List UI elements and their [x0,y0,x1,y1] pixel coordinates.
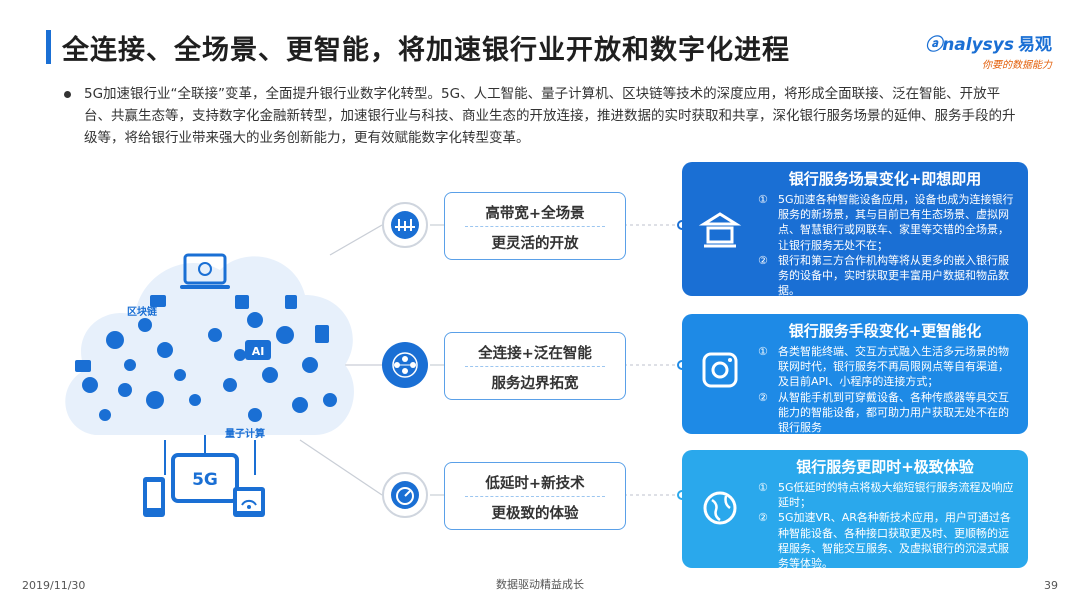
connector-cloud-node3 [299,439,383,496]
divider [465,366,605,367]
mid-box-line1: 低延时+新技术 [485,476,585,492]
ai-label: AI [252,345,265,358]
divider [465,496,605,497]
network-node-icon [382,342,428,388]
bridge-icon [391,211,419,239]
title-accent-bar [46,30,51,64]
cloud-shape [65,256,354,435]
logo-a-icon: ⓐ [925,35,943,55]
logo-slogan: 你要的数据能力 [982,60,1052,71]
gauge-node-icon [382,472,428,518]
bank-atm-icon [692,202,748,258]
mid-box-line2: 服务边界拓宽 [491,376,579,392]
5g-label: 5G [192,470,218,490]
mid-box-line2: 更灵活的开放 [491,236,579,252]
laptop-icon [183,253,227,285]
mid-box-line1: 高带宽+全场景 [485,206,585,222]
logo-cn: 易观 [1018,35,1052,55]
5g-monitor-icon [171,453,239,503]
blockchain-label: 区块链 [127,305,158,318]
page-title: 全连接、全场景、更智能，将加速银行业开放和数字化进程 [62,35,790,66]
mid-box-line1: 全连接+泛在智能 [478,346,592,362]
page-number: 39 [1044,579,1058,592]
mid-box-connectivity: 全连接+泛在智能 服务边界拓宽 [444,332,626,400]
network-icon [392,352,418,378]
mid-box-latency: 低延时+新技术 更极致的体验 [444,462,626,530]
gauge-icon [391,481,419,509]
globe-icon [692,480,748,536]
card-title: 银行服务手段变化+更智能化 [788,322,982,340]
ai-badge [245,340,271,360]
intro-paragraph: 5G加速银行业“全联接”变革，全面提升银行业数字化转型。5G、人工智能、量子计算… [62,83,1022,149]
card-title: 银行服务场景变化+即想即用 [788,170,982,188]
mid-box-bandwidth: 高带宽+全场景 更灵活的开放 [444,192,626,260]
divider [465,226,605,227]
bridge-node-icon [382,202,428,248]
connector-cloud-node1 [329,224,383,256]
cloud-icon-1 [106,331,124,349]
card-title: 银行服务更即时+极致体验 [796,458,974,476]
footer-slogan: 数据驱动精益成长 [496,578,584,591]
footer-date: 2019/11/30 [22,579,86,592]
camera-app-icon [692,342,748,398]
quantum-label: 量子计算 [225,427,265,440]
mid-box-line2: 更极致的体验 [491,506,579,522]
bullet-dot [64,91,71,98]
logo-text: nalysys [942,35,1014,55]
intro-text: 5G加速银行业“全联接”变革，全面提升银行业数字化转型。5G、人工智能、量子计算… [84,86,1016,146]
tech-cloud-illustration: AI 区块链 量子计算 5G [65,253,354,517]
